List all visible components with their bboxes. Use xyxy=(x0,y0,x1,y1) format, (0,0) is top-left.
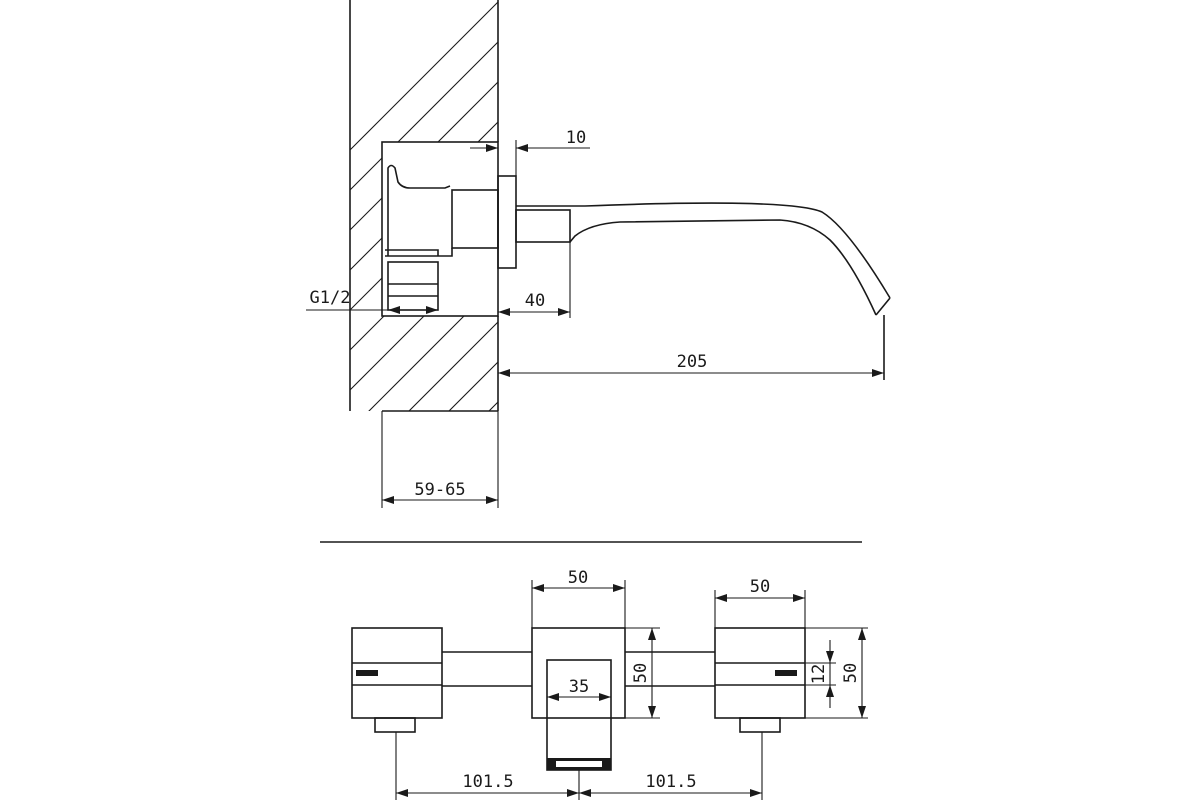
dim-handle-slot: 12 xyxy=(805,640,836,708)
right-handle xyxy=(714,627,806,800)
dim-handle-slot-label: 12 xyxy=(809,664,829,684)
dim-right-width-label: 50 xyxy=(750,577,770,597)
connecting-pipes xyxy=(442,651,715,687)
dim-inner-width-label: 35 xyxy=(569,677,589,697)
dim-right-width: 50 xyxy=(714,577,806,628)
dim-center-width: 50 xyxy=(531,568,626,628)
side-view: 10 G1/2 40 205 xyxy=(306,0,891,508)
dim-spacing: 101.5 101.5 xyxy=(396,772,762,797)
dim-spout-base: 40 xyxy=(498,242,571,318)
spout xyxy=(515,202,891,380)
dim-flange: 10 xyxy=(470,128,590,176)
dim-spout-length: 205 xyxy=(498,352,884,377)
flange-plate xyxy=(497,175,517,269)
center-spout xyxy=(531,627,626,800)
dim-flange-label: 10 xyxy=(566,128,586,148)
wall-outline xyxy=(349,0,499,412)
dim-wall-depth-label: 59-65 xyxy=(414,480,465,500)
front-view: 50 50 35 50 xyxy=(320,541,868,800)
valve-body xyxy=(381,141,499,317)
dim-height-center-label: 50 xyxy=(631,663,651,683)
dim-spacing-right-label: 101.5 xyxy=(645,772,696,792)
dim-center-width-label: 50 xyxy=(568,568,588,588)
left-handle xyxy=(351,627,443,800)
dim-inner-width: 35 xyxy=(547,677,611,701)
dim-height-center: 50 xyxy=(625,627,660,719)
dim-thread-label: G1/2 xyxy=(310,288,351,308)
dim-height-right-label: 50 xyxy=(841,663,861,683)
wall-hatching xyxy=(350,0,498,411)
dim-spout-length-label: 205 xyxy=(677,352,708,372)
dim-wall-depth: 59-65 xyxy=(381,411,499,508)
dim-thread: G1/2 xyxy=(306,288,438,314)
dim-spacing-left-label: 101.5 xyxy=(462,772,513,792)
dim-spout-base-label: 40 xyxy=(525,291,545,311)
dim-height-right: 50 xyxy=(805,627,868,719)
